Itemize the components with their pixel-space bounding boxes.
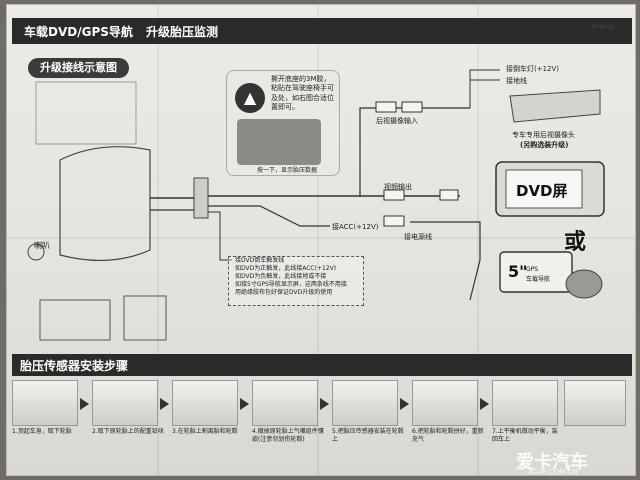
tpms-module <box>193 177 209 219</box>
step-image <box>412 380 478 426</box>
note-line: 如DVD为负触发，此线接地或不接 <box>235 273 327 281</box>
rca-connector <box>401 101 423 113</box>
note-line: 如DVD为正触发，此线接ACC(+12V) <box>235 265 337 273</box>
fold-line <box>7 237 635 239</box>
camera-power <box>469 69 500 108</box>
trigger-note-box: 接DVD倒车触发线 如DVD为正触发，此线接ACC(+12V) 如DVD为负触发… <box>228 256 364 306</box>
step-caption: 4.撤掉原轮胎上气嘴组件镶嵌(注意勿划伤轮毂) <box>252 428 324 443</box>
or-label: 或 <box>564 230 587 255</box>
warning-card: ▲ 撕开底座的3M胶，粘贴在驾驶座椅手可及处，如右图合适位置即可。 按一下，显示… <box>226 70 340 176</box>
camera-caption: 专车专用后视摄像头 <box>512 131 575 139</box>
watermark-url: XCAR.COM.CN <box>528 468 578 476</box>
arrow-right-icon <box>80 398 89 410</box>
sensor-thumbnail <box>39 299 111 341</box>
install-steps: 1.顶起车身，取下轮胎 2.取下原轮胎上的配重铅块 3.在轮胎上割离胎和轮毂 4… <box>12 380 632 446</box>
acc-label: 接ACC(+12V) <box>332 223 379 231</box>
rear-camera-bracket <box>509 89 601 123</box>
acc-cable <box>150 205 330 227</box>
note-line: 接DVD倒车触发线 <box>235 257 285 264</box>
step-image <box>332 380 398 426</box>
video-output-label: 视频输出 <box>384 183 412 191</box>
header-title-right: 升级胎压监测 <box>146 25 219 39</box>
buzzer-thumbnail <box>123 295 167 341</box>
install-section-bar: 胎压传感器安装步骤 <box>12 354 632 376</box>
rca-connector <box>439 189 459 201</box>
fold-line <box>317 5 319 475</box>
car-outline <box>59 146 151 262</box>
arrow-right-icon <box>400 398 409 410</box>
power-label: 接电源线 <box>404 233 432 241</box>
arrow-right-icon <box>160 398 169 410</box>
header-title-left: 车载DVD/GPS导航 <box>24 25 133 39</box>
warning-text: 撕开底座的3M胶，粘贴在驾驶座椅手可及处，如右图合适位置即可。 <box>271 75 334 112</box>
ground-label: 接地线 <box>506 77 527 85</box>
step-caption: 1.顶起车身，取下轮胎 <box>12 428 72 435</box>
step-image <box>172 380 238 426</box>
horn-label: 喇叭 <box>34 241 50 250</box>
note-line: 如接5寸GPS导航显示屏，这两条线不用接 <box>235 281 347 289</box>
rca-connector <box>375 101 397 113</box>
note-line: 用绝缘胶布包好保证DVD升级的使用 <box>235 289 333 297</box>
step-caption: 5.把胎压传感器安装在轮毂上 <box>332 428 404 443</box>
watermark-brand: 爱卡汽车 <box>516 452 588 473</box>
arrow-right-icon <box>480 398 489 410</box>
trigger-cable <box>208 211 232 261</box>
reverse-light-label: 接倒车灯(+12V) <box>506 65 560 73</box>
gps-mount <box>565 269 603 299</box>
gps-label: GPS <box>526 266 539 273</box>
fold-line <box>477 5 479 475</box>
arrow-right-icon <box>320 398 329 410</box>
step-image <box>12 380 78 426</box>
gps-unit <box>499 251 573 293</box>
step-caption: 3.在轮胎上割离胎和轮毂 <box>172 428 238 435</box>
model-code: PP6606 <box>592 24 615 31</box>
fold-line <box>157 5 159 475</box>
screen-cable <box>410 221 481 301</box>
step-caption: 2.取下原轮胎上的配重铅块 <box>92 428 164 435</box>
rca-connector <box>383 189 405 201</box>
rca-connector <box>383 215 405 227</box>
warning-caption: 按一下，显示胎压数据 <box>257 167 318 174</box>
dashboard-image <box>237 119 321 165</box>
video-cable <box>150 195 460 199</box>
install-section-title: 胎压传感器安装步骤 <box>20 359 129 373</box>
step-caption: 6.把轮胎和轮毂拼好，重新充气 <box>412 428 484 443</box>
header-bar: 车载DVD/GPS导航 升级胎压监测 <box>12 18 632 44</box>
arrow-right-icon <box>240 398 249 410</box>
reverse-input-label: 后视摄像输入 <box>376 117 418 125</box>
horn-part <box>27 243 45 261</box>
gps-size-label: 5" <box>508 262 528 281</box>
step-caption: 7.上平衡机做动平衡，装回车上 <box>492 428 558 443</box>
gps-caption: 车载导航 <box>526 276 551 283</box>
step-image <box>92 380 158 426</box>
camera-option-caption: (另购选装升级) <box>520 141 569 149</box>
warning-triangle-icon: ▲ <box>235 83 265 113</box>
dvd-screen-label: DVD屏 <box>516 182 568 200</box>
step-image <box>564 380 626 426</box>
wiring-section-title: 升级接线示意图 <box>28 58 129 78</box>
step-image <box>492 380 558 426</box>
dvd-screen-display <box>505 169 583 209</box>
car-roof-box <box>35 81 137 145</box>
step-image <box>252 380 318 426</box>
